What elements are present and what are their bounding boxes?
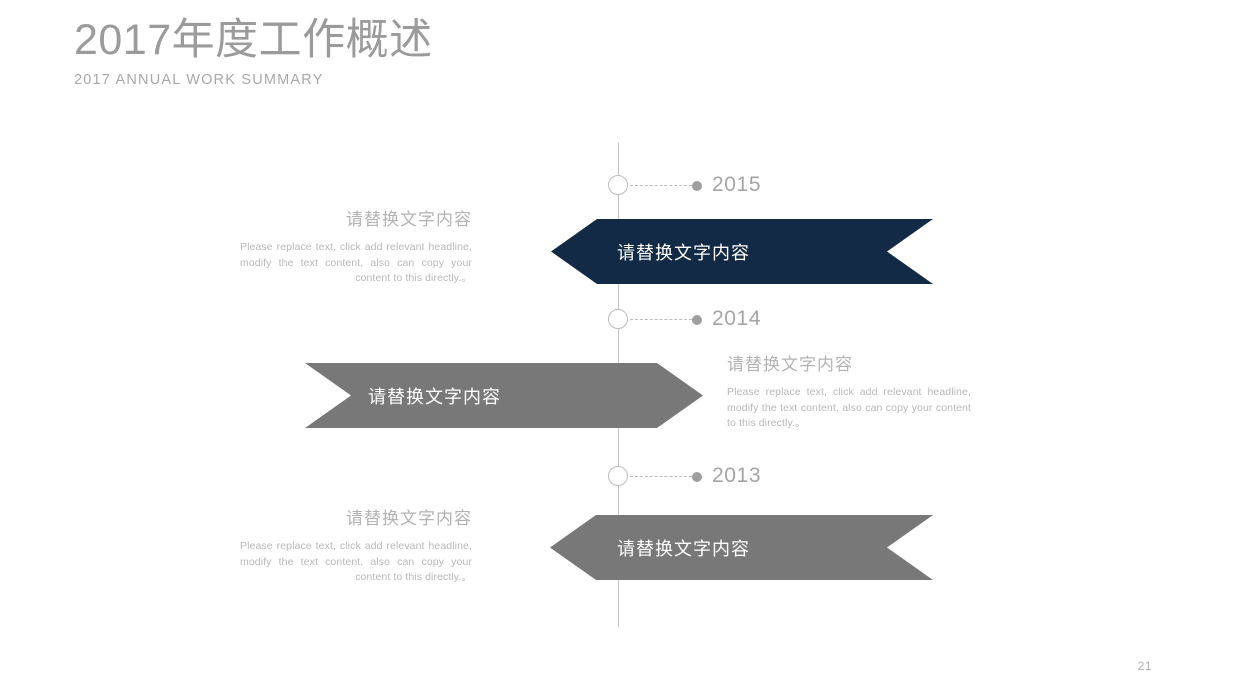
timeline-node-circle-icon bbox=[608, 175, 628, 195]
timeline-text-2013: 请替换文字内容 Please replace text, click add r… bbox=[240, 507, 472, 586]
page-title: 2017年度工作概述 bbox=[74, 16, 433, 64]
timeline-text-body-2013: Please replace text, click add relevant … bbox=[240, 540, 472, 583]
timeline-text-heading-2013: 请替换文字内容 bbox=[346, 509, 472, 528]
page-subtitle: 2017 ANNUAL WORK SUMMARY bbox=[74, 72, 324, 88]
timeline-year-label-2015: 2015 bbox=[712, 173, 762, 196]
dashed-connector-icon bbox=[630, 185, 692, 186]
timeline-banner-label-2015: 请替换文字内容 bbox=[617, 242, 750, 263]
timeline-banner-2015[interactable]: 请替换文字内容 bbox=[551, 219, 933, 284]
timeline-node-circle-icon bbox=[608, 466, 628, 486]
timeline-text-body-2014: Please replace text, click add relevant … bbox=[727, 386, 971, 429]
timeline-text-body-2015: Please replace text, click add relevant … bbox=[240, 241, 472, 284]
dashed-connector-icon bbox=[630, 319, 692, 320]
timeline-year-label-2013: 2013 bbox=[712, 464, 762, 487]
timeline-text-2015: 请替换文字内容 Please replace text, click add r… bbox=[240, 208, 472, 287]
timeline-year-label-2014: 2014 bbox=[712, 307, 762, 330]
timeline-dot-icon bbox=[692, 471, 702, 482]
timeline-dot-icon bbox=[692, 180, 702, 191]
timeline-text-heading-2015: 请替换文字内容 bbox=[346, 210, 472, 229]
slide-header: 2017年度工作概述 2017 ANNUAL WORK SUMMARY bbox=[74, 14, 433, 89]
timeline-dot-icon bbox=[692, 314, 702, 325]
timeline-banner-2014[interactable]: 请替换文字内容 bbox=[305, 363, 703, 428]
page-number: 21 bbox=[1137, 659, 1152, 673]
timeline-text-heading-2014: 请替换文字内容 bbox=[727, 355, 853, 374]
timeline-text-2014: 请替换文字内容 Please replace text, click add r… bbox=[727, 353, 971, 432]
timeline-banner-label-2014: 请替换文字内容 bbox=[368, 386, 501, 407]
timeline-banner-2013[interactable]: 请替换文字内容 bbox=[550, 515, 933, 580]
dashed-connector-icon bbox=[630, 476, 692, 477]
timeline-banner-label-2013: 请替换文字内容 bbox=[617, 538, 750, 559]
timeline-node-circle-icon bbox=[608, 309, 628, 329]
